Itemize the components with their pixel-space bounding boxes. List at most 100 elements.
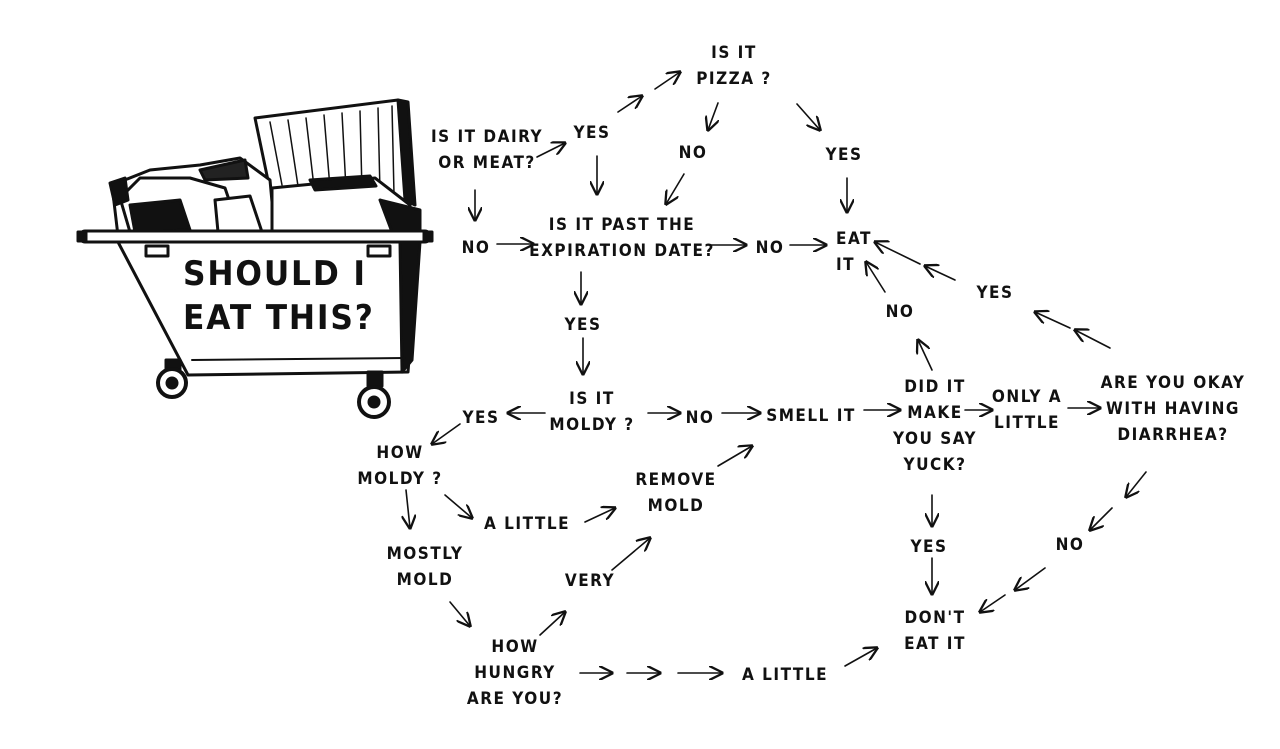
- node-line: YUCK?: [903, 455, 967, 475]
- flow-arrow: [1035, 312, 1071, 329]
- flow-arrow: [980, 594, 1006, 612]
- dumpster-title-line: SHOULD I: [183, 254, 367, 294]
- dumpster-title: SHOULD I EAT THIS?: [183, 252, 375, 340]
- node-expiration: IS IT PAST THE EXPIRATION DATE?: [529, 212, 715, 264]
- node-is-it-moldy: IS IT MOLDY ?: [549, 386, 634, 438]
- node-line: IS IT: [569, 389, 615, 409]
- flow-arrow: [406, 489, 410, 528]
- flow-arrow: [584, 508, 615, 523]
- node-line: DID IT: [904, 377, 966, 397]
- label-no-pizza: NO: [679, 140, 708, 166]
- flow-arrow: [844, 648, 877, 667]
- node-line: YES: [910, 537, 948, 557]
- flow-arrow: [1075, 330, 1111, 349]
- flow-arrow: [1015, 567, 1046, 590]
- node-line: YES: [825, 145, 863, 165]
- flow-arrow: [536, 143, 565, 158]
- node-is-it-pizza: IS IT PIZZA ?: [696, 40, 772, 92]
- label-yes-yuck: YES: [910, 534, 947, 560]
- node-line: IS IT DAIRY: [430, 127, 544, 147]
- node-line: YES: [564, 315, 602, 335]
- label-no-expired: NO: [756, 235, 785, 261]
- node-line: HOW: [376, 443, 424, 463]
- node-line: VERY: [564, 571, 616, 591]
- label-yes-diarrhea: YES: [976, 280, 1013, 306]
- node-line: OR MEAT?: [438, 153, 536, 173]
- node-line: NO: [885, 302, 915, 322]
- flow-arrow: [866, 262, 886, 293]
- node-line: DON'T: [904, 608, 966, 628]
- node-line: PIZZA ?: [696, 69, 772, 89]
- label-yes-expired: YES: [564, 312, 601, 338]
- node-line: YES: [573, 123, 611, 143]
- flow-arrow: [1090, 507, 1113, 530]
- node-okay-with-diarrhea: ARE YOU OKAY WITH HAVING DIARRHEA?: [1101, 370, 1246, 448]
- node-line: ARE YOU?: [466, 689, 564, 709]
- flow-arrow: [617, 96, 642, 113]
- node-remove-mold: REMOVE MOLD: [635, 467, 716, 519]
- node-line: REMOVE: [635, 470, 717, 490]
- node-line: YES: [462, 408, 500, 428]
- node-line: SMELL IT: [766, 406, 856, 426]
- node-line: EAT IT: [904, 634, 966, 654]
- flow-arrow: [539, 612, 565, 636]
- flow-arrow: [875, 242, 921, 265]
- node-line: MOLDY ?: [357, 469, 443, 489]
- flow-arrow: [925, 266, 956, 281]
- flow-arrow: [654, 72, 680, 90]
- node-line: IS IT PAST THE: [548, 215, 696, 235]
- flow-arrow: [666, 173, 685, 204]
- label-very: VERY: [565, 568, 615, 594]
- node-line: ONLY A: [991, 387, 1063, 407]
- node-line: NO: [685, 408, 715, 428]
- node-line: NO: [755, 238, 785, 258]
- node-line: WITH HAVING: [1106, 399, 1240, 419]
- flow-arrow: [444, 494, 472, 518]
- label-no-yuck: NO: [886, 299, 915, 325]
- node-line: DIARRHEA?: [1117, 425, 1229, 445]
- label-no-dairy: NO: [462, 235, 491, 261]
- node-how-hungry: HOW HUNGRY ARE YOU?: [467, 634, 563, 712]
- node-line: MAKE: [907, 403, 963, 423]
- node-line: EXPIRATION DATE?: [529, 241, 715, 261]
- node-dont-eat-it: DON'T EAT IT: [904, 605, 966, 657]
- node-line: A LITTLE: [741, 665, 829, 685]
- node-line: IS IT: [711, 43, 757, 63]
- node-line: NO: [1055, 535, 1085, 555]
- node-line: YES: [976, 283, 1014, 303]
- label-yes-pizza: YES: [825, 142, 862, 168]
- node-line: A LITTLE: [483, 514, 571, 534]
- node-line: LITTLE: [994, 413, 1060, 433]
- label-no-moldy: NO: [686, 405, 715, 431]
- flow-arrow: [449, 601, 470, 626]
- node-line: EAT: [836, 229, 872, 249]
- node-line: MOLD: [396, 570, 454, 590]
- node-how-moldy: HOW MOLDY ?: [357, 440, 442, 492]
- node-line: MOLD: [647, 496, 705, 516]
- node-line: NO: [678, 143, 708, 163]
- flow-arrow: [1126, 471, 1147, 497]
- node-line: MOLDY ?: [549, 415, 635, 435]
- node-line: IT: [836, 255, 856, 275]
- node-eat-it: EAT IT: [836, 226, 872, 278]
- flow-arrow: [432, 423, 461, 444]
- label-yes-moldy: YES: [462, 405, 499, 431]
- node-line: ARE YOU OKAY: [1100, 373, 1246, 393]
- node-only-a-little: ONLY A LITTLE: [992, 384, 1062, 436]
- label-a-little-mold: A LITTLE: [484, 511, 570, 537]
- node-line: MOSTLY: [386, 544, 464, 564]
- label-mostly-mold: MOSTLY MOLD: [387, 541, 464, 593]
- flow-arrow: [918, 340, 933, 371]
- label-no-diarrhea: NO: [1056, 532, 1085, 558]
- label-yes-dairy: YES: [573, 120, 610, 146]
- node-smell-it: SMELL IT: [766, 403, 856, 429]
- flow-arrow: [708, 102, 718, 130]
- dumpster-title-line: EAT THIS?: [183, 298, 375, 338]
- node-line: NO: [461, 238, 491, 258]
- node-dairy-or-meat: IS IT DAIRY OR MEAT?: [431, 124, 543, 176]
- node-line: YOU SAY: [892, 429, 978, 449]
- node-did-it-make-you-say-yuck: DID IT MAKE YOU SAY YUCK?: [893, 374, 977, 478]
- node-line: HOW: [491, 637, 539, 657]
